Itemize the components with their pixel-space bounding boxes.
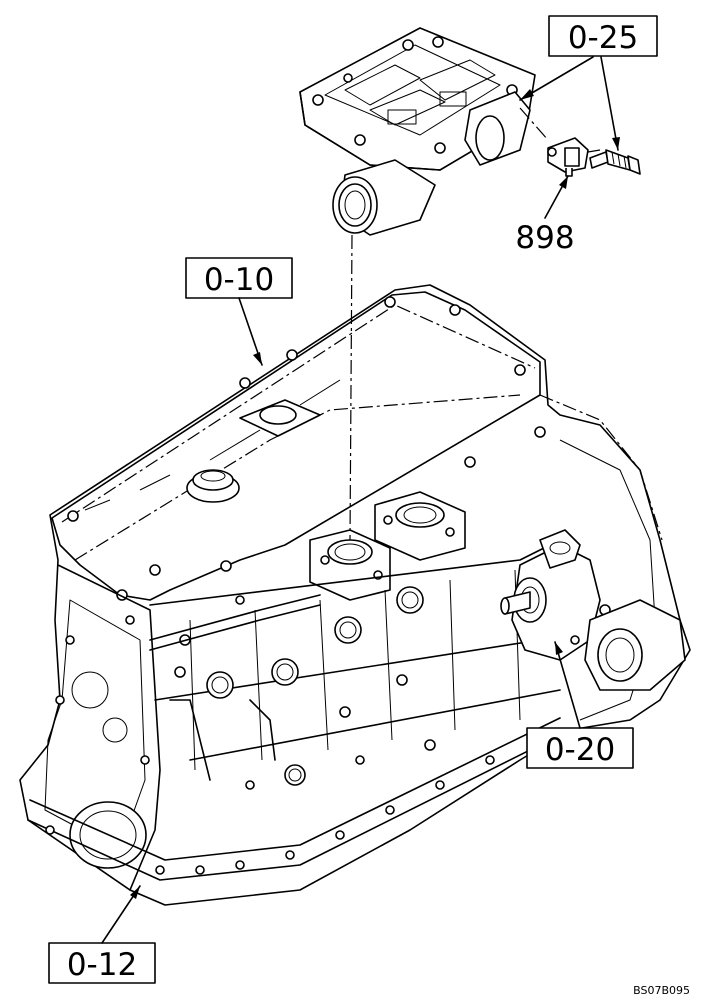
assembly-line-sensor: [519, 107, 601, 153]
callout-0-25[interactable]: 0-25: [548, 15, 658, 57]
bolt: [589, 149, 641, 175]
cover-bolts: [67, 296, 546, 601]
callout-0-25-text: 0-25: [568, 20, 638, 56]
drawing-code: BS07B095: [633, 984, 690, 997]
callout-898-text: 898: [515, 220, 574, 256]
leader-0-20: [554, 641, 581, 729]
callout-0-12-text: 0-12: [67, 947, 137, 983]
lower-flange: [27, 717, 561, 881]
side-tubes: [149, 594, 321, 781]
callout-0-20-text: 0-20: [545, 732, 615, 768]
callout-0-10[interactable]: 0-10: [185, 257, 293, 299]
rocker-cover: [51, 291, 541, 601]
leader-0-25: [519, 56, 619, 151]
sensor-898: [547, 137, 589, 177]
breather-cap: [239, 399, 321, 437]
flywheel-housing-outline: [539, 394, 663, 541]
callout-0-12[interactable]: 0-12: [48, 942, 156, 984]
flywheel-housing: [559, 439, 656, 721]
oil-filler-cap: [186, 469, 240, 503]
starter-motor: [584, 599, 686, 691]
callout-0-20[interactable]: 0-20: [526, 727, 634, 769]
engine-block: [19, 284, 691, 906]
callout-0-10-text: 0-10: [204, 262, 274, 298]
pump-assembly: [500, 529, 611, 661]
oil-cooler-housing: [299, 27, 536, 236]
assembly-line-housing: [349, 234, 353, 541]
front-cover: [44, 564, 161, 891]
